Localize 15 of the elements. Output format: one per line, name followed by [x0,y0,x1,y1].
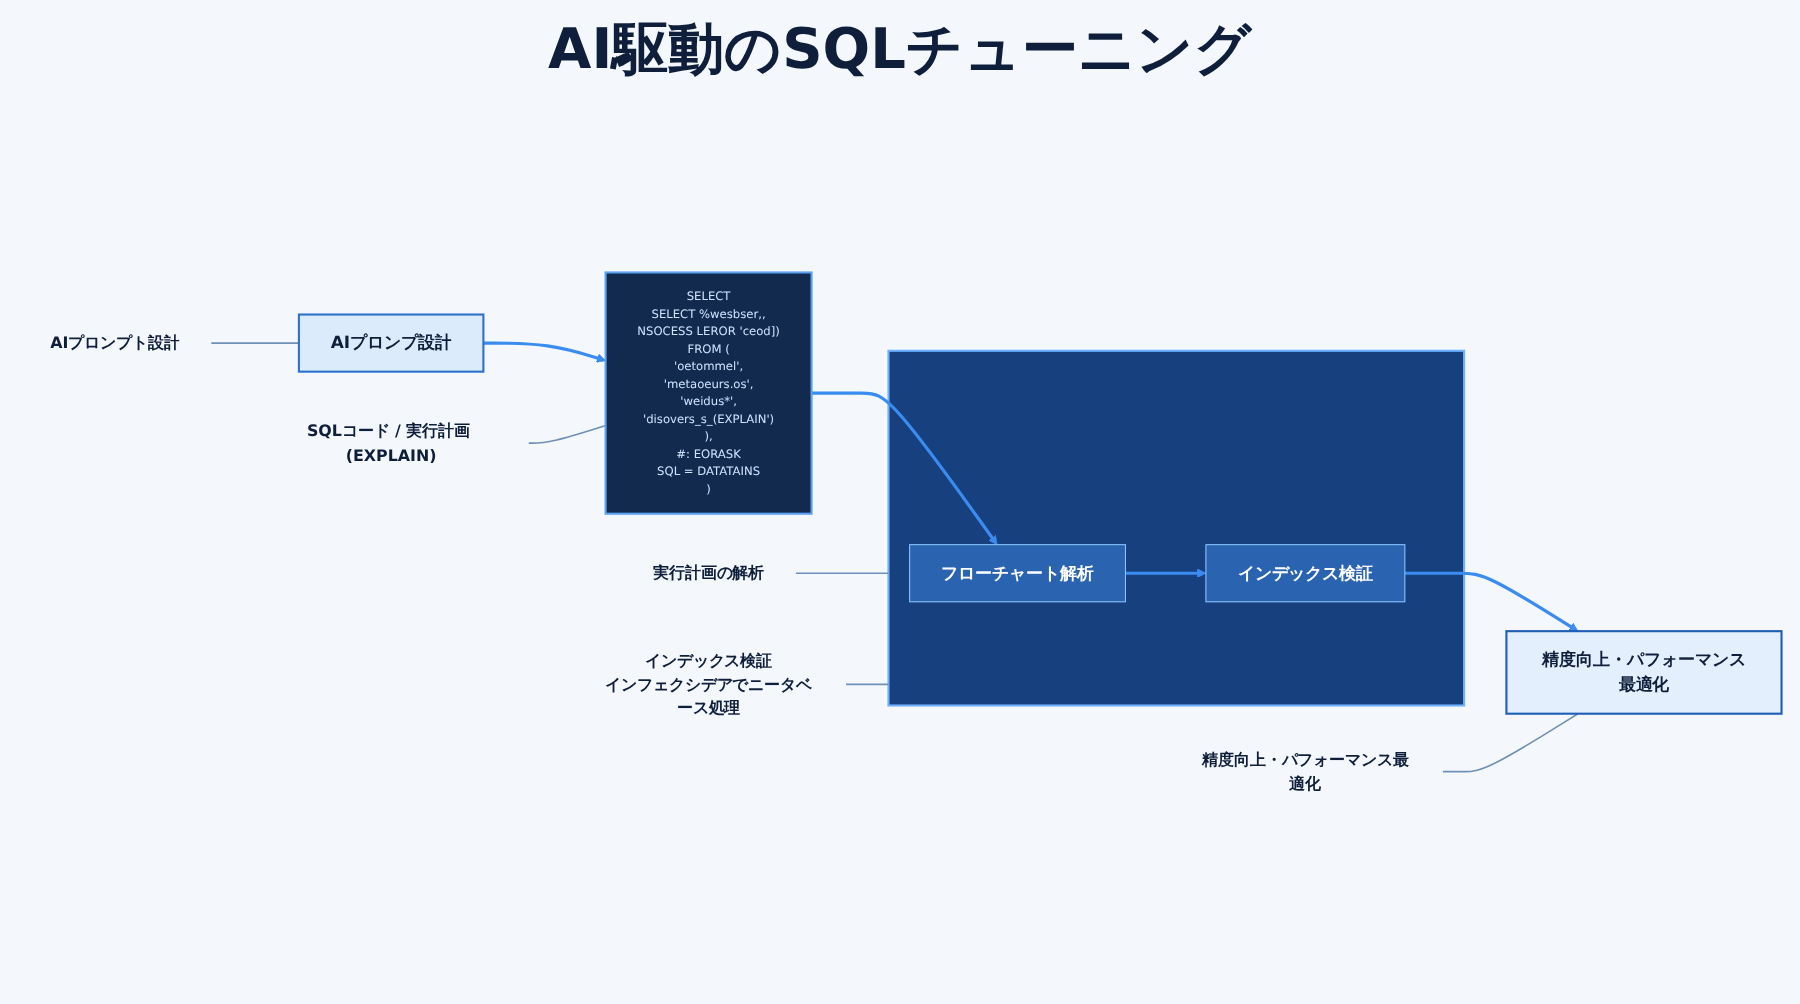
node-box: フローチャート解析 [909,544,1126,603]
connector [795,572,890,575]
arrow [483,341,607,363]
node-box: インデックス検証 [1205,544,1406,603]
diagram-title: AI駆動のSQLチューニング [546,14,1254,86]
cluster [887,349,1466,707]
connector [845,683,890,686]
connector [210,342,300,344]
arrow [811,391,998,546]
connector [527,424,607,444]
node-box: AIプロンプ設計 [297,313,485,373]
arrow [1404,571,1579,632]
node-box: 精度向上・パフォーマンス最適化 [1505,630,1783,715]
arrow [1125,568,1207,578]
connector [1442,713,1579,773]
